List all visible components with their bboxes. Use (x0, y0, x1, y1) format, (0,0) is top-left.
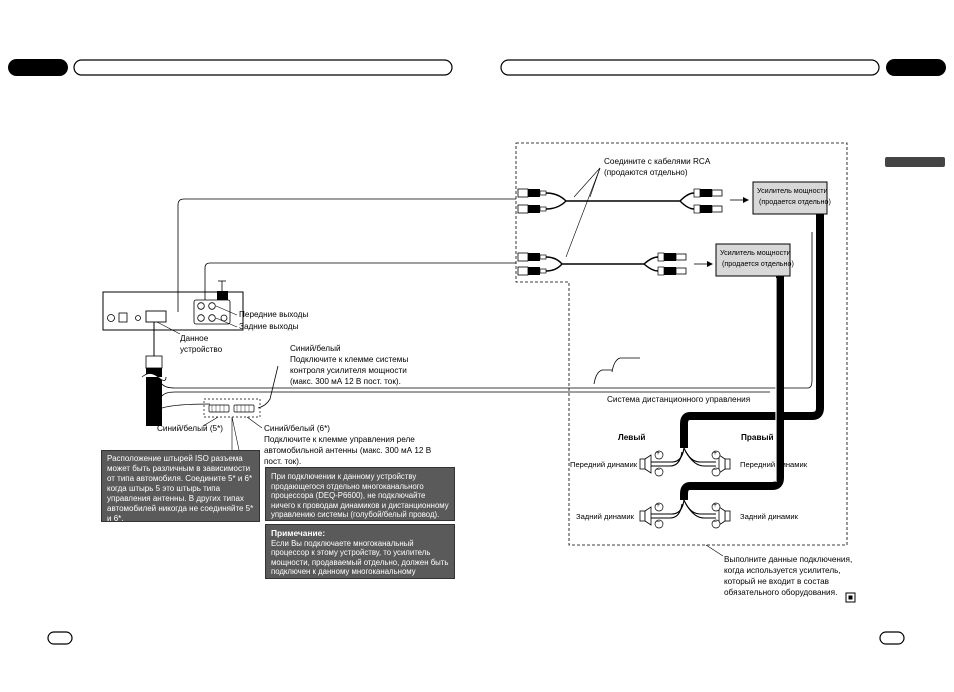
blue-white-6-line-3: автомобильной антенны (макс. 300 мА 12 В (264, 446, 432, 455)
rear-out-left-jack (197, 314, 205, 322)
amp-front-label-1: Усилитель мощности (757, 186, 828, 195)
connector-6 (233, 404, 255, 413)
head-unit-button (118, 312, 128, 323)
connector-5 (208, 404, 230, 413)
blue-white-6-line-4: пост. ток). (264, 457, 302, 466)
antenna-connector (217, 291, 228, 300)
rear-speaker-left-label: Задний динамик (576, 512, 634, 521)
front-outputs-label: Передние выходы (239, 310, 309, 319)
head-unit-label-2: устройство (180, 345, 223, 354)
front-out-left-jack (197, 302, 205, 310)
section-tab (885, 157, 945, 167)
minus-sign: − (713, 519, 718, 526)
amp-rear-label-2: (продается отдельно) (722, 259, 794, 268)
minus-sign: − (713, 467, 718, 474)
header-tab-left (8, 59, 68, 76)
note-title: Примечание: (271, 528, 326, 538)
blue-white-6-title: Синий/белый (6*) (264, 424, 331, 433)
amp-front-label-2: (продается отдельно) (759, 197, 831, 206)
rca-note-line-1: Соедините с кабелями RCA (604, 157, 711, 166)
header-bar-right (500, 59, 880, 76)
speaker-rear-left (639, 506, 652, 526)
amp-note-line-1: Выполните данные подключения, (724, 555, 853, 564)
rear-speaker-cable (680, 276, 784, 500)
amp-note-line-3: который не входит в состав (724, 577, 830, 586)
head-unit-jack (135, 315, 141, 321)
polarity-circle (654, 519, 664, 529)
blue-white-5-label: Синий/белый (5*) (157, 424, 224, 433)
head-unit-label-1: Данное (180, 334, 209, 343)
front-rca-plugs (517, 188, 749, 214)
blue-white-line-2: Подключите к клемме системы (290, 355, 409, 364)
header-bar-left (73, 59, 453, 76)
front-speaker-left-label: Передний динамик (570, 460, 638, 469)
note-body: Если Вы подключаете многоканальный проце… (271, 538, 449, 586)
iso-port (145, 310, 167, 323)
polarity-circle (654, 450, 664, 460)
amp-note-line-4: обязательного оборудования. (724, 588, 838, 597)
plus-sign: + (656, 450, 661, 457)
header-tab-right (886, 59, 946, 76)
polarity-circle (711, 502, 721, 512)
note-box: Примечание: Если Вы подключаете многокан… (265, 524, 455, 586)
dsp-note-box: При подключении к данному устройству про… (265, 467, 455, 521)
amplifier-rear (715, 243, 791, 277)
polarity-circle (654, 467, 664, 477)
minus-sign: − (656, 519, 661, 526)
remote-system-label: Система дистанционного управления (607, 395, 751, 404)
page-number-right (879, 631, 905, 645)
rear-rca-plugs (517, 252, 713, 276)
front-rca-cable (177, 198, 516, 312)
polarity-circle (711, 467, 721, 477)
sub-out-jack (220, 314, 228, 322)
minus-sign: − (656, 467, 661, 474)
rear-speaker-right-label: Задний динамик (740, 512, 798, 521)
speaker-front-left (639, 454, 652, 474)
rear-rca-cable (204, 262, 516, 300)
front-speaker-right-label: Передний динамик (740, 460, 808, 469)
remote-wire (161, 232, 813, 389)
plus-sign: + (713, 450, 718, 457)
amp-region-boundary (515, 142, 848, 546)
plus-sign: + (656, 502, 661, 509)
iso-note-box: Расположение штырей ISO разъема может бы… (101, 450, 260, 523)
front-speaker-cable (680, 214, 824, 448)
speaker-rear-right (718, 506, 731, 526)
blue-white-6-line-2: Подключите к клемме управления реле (264, 435, 415, 444)
rca-note-line-2: (продаются отдельно) (604, 168, 688, 177)
amp-rear-label-1: Усилитель мощности (720, 248, 791, 257)
front-out-right-jack (208, 302, 216, 310)
polarity-circle (711, 450, 721, 460)
blue-white-line-4: (макс. 300 мА 12 В пост. ток). (290, 377, 401, 386)
page-number-left (47, 631, 73, 645)
right-channel-label: Правый (741, 433, 774, 442)
rear-out-right-jack (208, 314, 216, 322)
blue-white-line-3: контроля усилителя мощности (290, 366, 407, 375)
polarity-circle (654, 502, 664, 512)
blue-white-title: Синий/белый (290, 344, 341, 353)
plus-sign: + (713, 502, 718, 509)
speaker-front-right (718, 454, 731, 474)
left-channel-label: Левый (618, 433, 646, 442)
head-unit-knob (107, 314, 115, 322)
amp-note-line-2: когда используется усилитель, (724, 566, 841, 575)
amplifier-front (752, 181, 828, 215)
polarity-circle (711, 519, 721, 529)
rear-outputs-label: Задние выходы (239, 322, 299, 331)
